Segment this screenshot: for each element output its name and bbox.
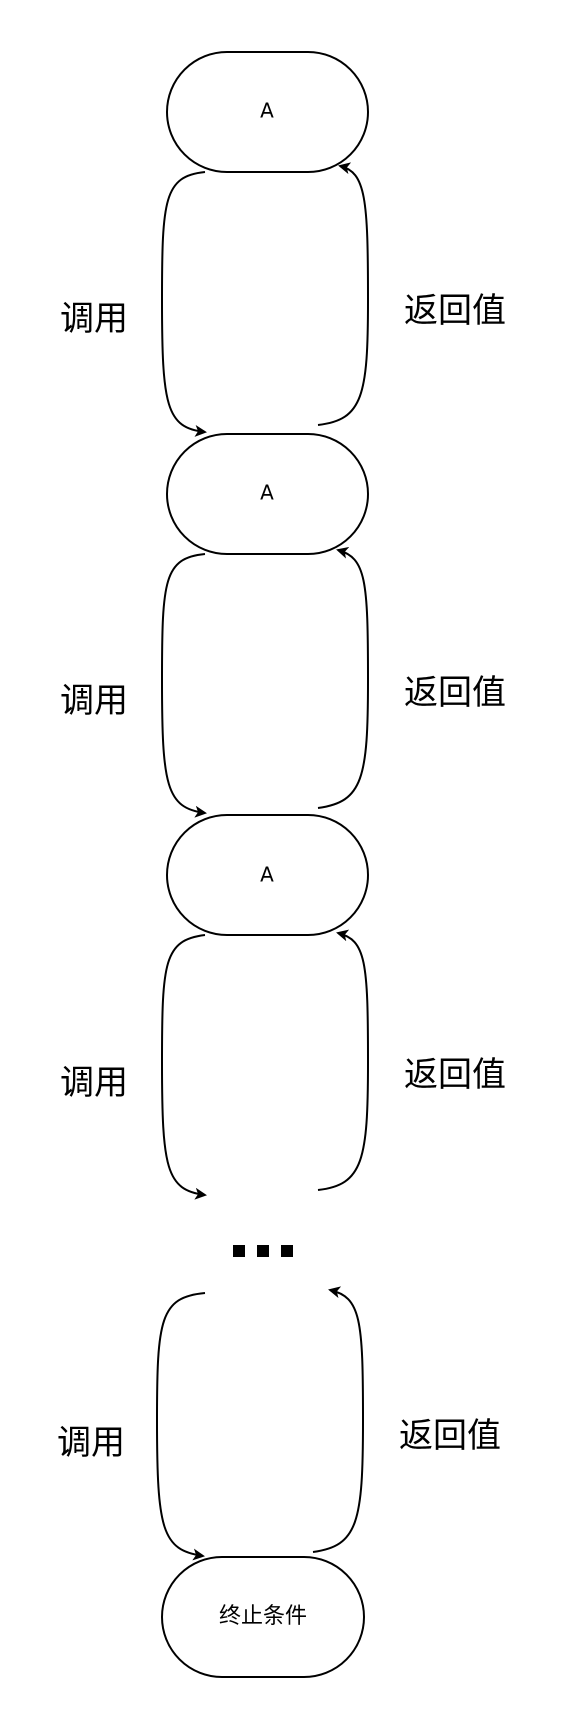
return-label: 返回值: [404, 673, 506, 713]
ellipsis-dot: [233, 1245, 245, 1257]
ellipsis-dot: [257, 1245, 269, 1257]
call-label: 调用: [57, 1423, 125, 1463]
node-a-3: A: [166, 814, 369, 936]
node-a-2: A: [166, 433, 369, 555]
return-label: 返回值: [404, 291, 506, 331]
return-arrow: [317, 929, 370, 1191]
return-label: 返回值: [399, 1416, 501, 1456]
call-label: 调用: [60, 681, 128, 721]
return-arrow: [317, 162, 370, 426]
node-a-1: A: [166, 51, 369, 173]
call-label: 调用: [60, 1063, 128, 1103]
node-label: A: [260, 99, 274, 123]
call-arrow: [160, 553, 207, 818]
node-terminate: 终止条件: [161, 1556, 365, 1678]
return-arrow: [317, 546, 370, 809]
node-label: A: [260, 481, 274, 505]
return-label: 返回值: [404, 1055, 506, 1095]
ellipsis: [233, 1245, 293, 1257]
call-label: 调用: [60, 299, 128, 339]
node-label: 终止条件: [219, 1604, 307, 1629]
call-arrow: [155, 1292, 206, 1561]
call-arrow: [160, 171, 207, 437]
node-label: A: [260, 863, 274, 887]
ellipsis-dot: [281, 1245, 293, 1257]
return-arrow: [312, 1286, 365, 1553]
call-arrow: [160, 934, 207, 1200]
